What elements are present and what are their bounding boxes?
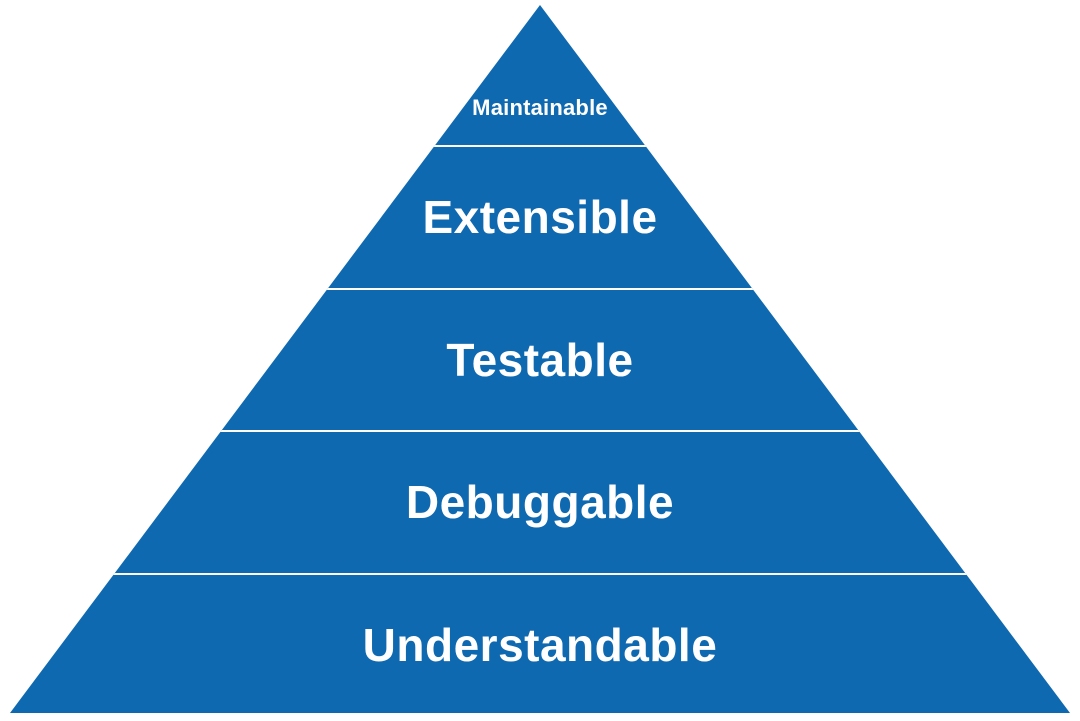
pyramid-level-label: Extensible — [422, 191, 658, 244]
pyramid-level-label: Understandable — [362, 618, 718, 671]
pyramid-level-extensible: Extensible — [10, 145, 1070, 288]
pyramid-level-label: Maintainable — [472, 95, 608, 120]
pyramid-level-label: Debuggable — [405, 476, 675, 529]
pyramid-level-label: Testable — [446, 333, 634, 386]
pyramid-level-testable: Testable — [10, 287, 1070, 431]
pyramid-level-maintainable: Maintainable — [10, 5, 1070, 145]
pyramid-level-debuggable: Debuggable — [10, 430, 1070, 573]
pyramid-level-understandable: Understandable — [10, 572, 1070, 714]
